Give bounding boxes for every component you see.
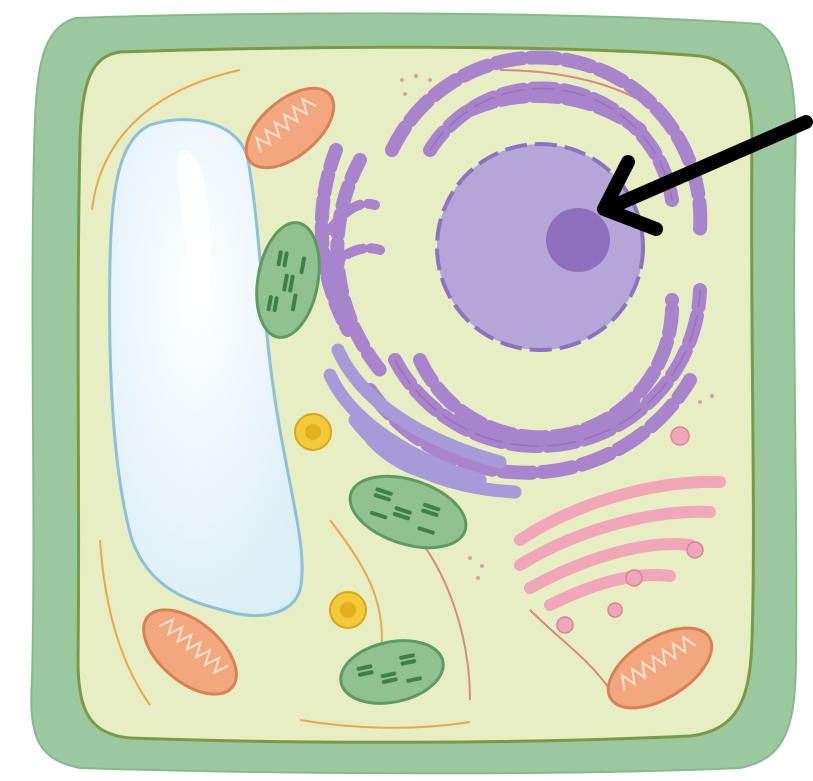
peroxisome — [330, 592, 366, 628]
nucleolus — [546, 208, 610, 272]
peroxisome — [295, 414, 331, 450]
nucleus — [437, 144, 643, 350]
